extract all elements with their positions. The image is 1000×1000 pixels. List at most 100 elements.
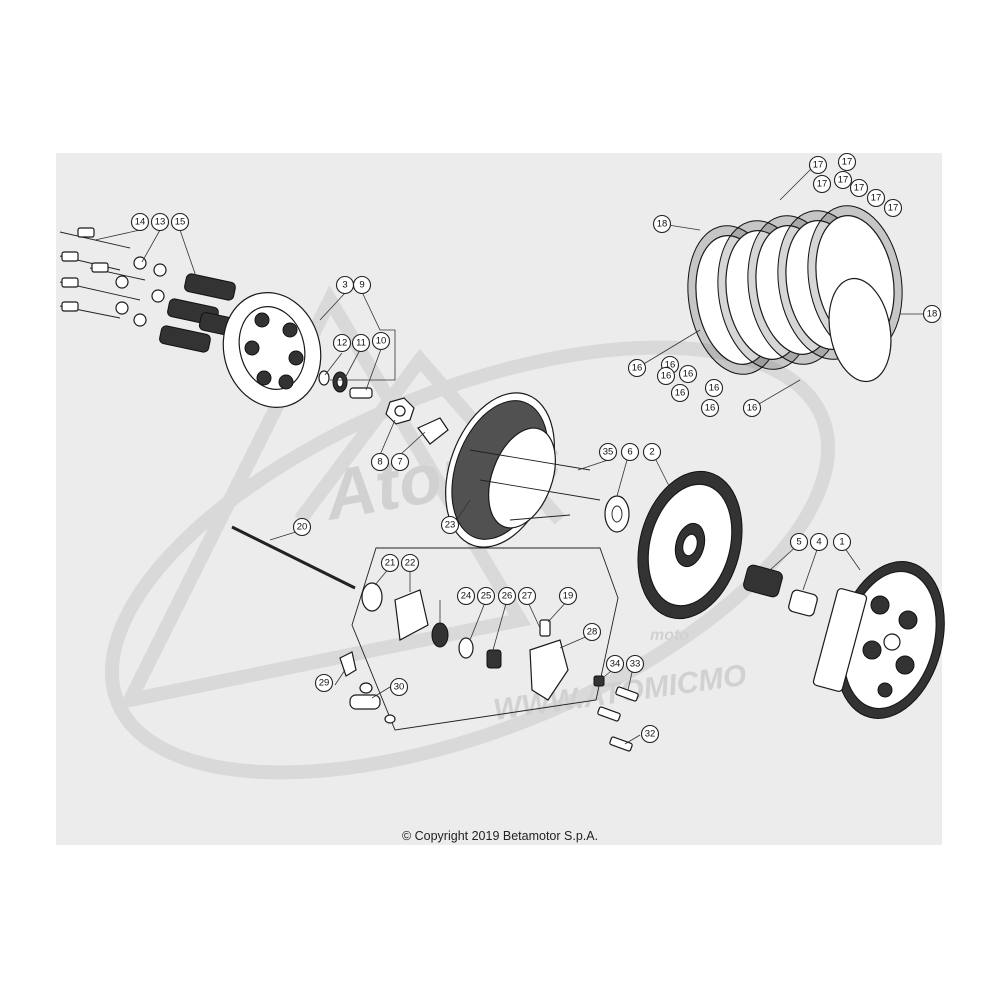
callout-16-c: 16: [678, 364, 698, 384]
callout-4-text: 4: [816, 537, 821, 548]
callout-20-text: 20: [297, 522, 308, 533]
callout-17-a: 17: [808, 155, 828, 175]
callout-20: 20: [292, 517, 312, 537]
callout-5: 5: [789, 532, 809, 552]
pressure-plate: [222, 292, 322, 408]
clutch-inner-drum: [637, 470, 743, 620]
callout-7-text: 7: [397, 457, 402, 468]
callout-17-e: 17: [849, 178, 869, 198]
callout-32-text: 32: [645, 729, 656, 740]
needle-bearing: [743, 564, 783, 598]
release-group-frame: [351, 547, 619, 731]
callout-19: 19: [558, 586, 578, 606]
release-mechanism: [339, 582, 639, 752]
callout-16-g-text: 16: [705, 403, 716, 414]
callout-16-a-text: 16: [632, 363, 643, 374]
callout-19-text: 19: [563, 591, 574, 602]
callout-34: 34: [605, 654, 625, 674]
callout-25-text: 25: [481, 591, 492, 602]
callout-16-d: 16: [656, 366, 676, 386]
callout-15-text: 14: [135, 217, 146, 228]
callout-16-b-text: 16: [665, 360, 676, 371]
callout-17-b: 17: [837, 152, 857, 172]
callout-6-text: 6: [627, 447, 632, 458]
callout-10-text: 10: [376, 336, 387, 347]
callout-9-text: 9: [359, 280, 364, 291]
callout-13-text: 15: [175, 217, 186, 228]
callout-22: 22: [400, 553, 420, 573]
callout-28: 28: [582, 622, 602, 642]
callout-1-text: 1: [839, 537, 844, 548]
push-rod: [231, 525, 356, 590]
callout-27-text: 27: [522, 591, 533, 602]
callout-16-a: 16: [627, 358, 647, 378]
thrust-bearing-parts: [318, 370, 449, 445]
callout-34-text: 34: [610, 659, 621, 670]
bushing: [788, 589, 818, 617]
callout-16-h: 16: [742, 398, 762, 418]
thrust-washer: [604, 495, 630, 533]
callout-22-text: 22: [405, 558, 416, 569]
callout-13: 15: [170, 212, 190, 232]
callout-17-a-text: 17: [813, 160, 824, 171]
callout-15: 14: [130, 212, 150, 232]
clutch-plates-stack: [687, 205, 903, 383]
callout-27: 27: [517, 586, 537, 606]
callout-32: 32: [640, 724, 660, 744]
callout-11: 11: [351, 333, 371, 353]
callout-7: 7: [390, 452, 410, 472]
callout-35: 35: [598, 442, 618, 462]
callout-1: 1: [832, 532, 852, 552]
callout-3-text: 3: [342, 280, 347, 291]
callouts: 14 13 15 3 9 12 11 10 8 7 35 6 2 5 4 1 2…: [130, 152, 942, 744]
callout-16-h-text: 16: [747, 403, 758, 414]
callout-12-text: 12: [337, 338, 348, 349]
callout-17-g-text: 17: [888, 203, 899, 214]
callout-21-text: 21: [385, 558, 396, 569]
callout-16-d-text: 16: [661, 371, 672, 382]
callout-30: 30: [389, 677, 409, 697]
callout-17-g: 17: [883, 198, 903, 218]
callout-2: 2: [642, 442, 662, 462]
callout-26: 26: [497, 586, 517, 606]
callout-33: 33: [625, 654, 645, 674]
callout-26-text: 26: [502, 591, 513, 602]
callout-24: 24: [456, 586, 476, 606]
callout-28-text: 28: [587, 627, 598, 638]
callout-17-b-text: 17: [842, 157, 853, 168]
callout-29-text: 29: [319, 678, 330, 689]
callout-17-d-text: 17: [838, 175, 849, 186]
callout-16-f: 16: [670, 383, 690, 403]
callout-10: 10: [371, 331, 391, 351]
callout-3: 3: [335, 275, 355, 295]
callout-18-top: 18: [652, 214, 672, 234]
callout-17-c: 17: [812, 174, 832, 194]
callout-23-text: 23: [445, 520, 456, 531]
callout-17-d: 17: [833, 170, 853, 190]
callout-8: 8: [370, 452, 390, 472]
callout-17-f: 17: [866, 188, 886, 208]
callout-16-f-text: 16: [675, 388, 686, 399]
clutch-basket: [812, 561, 945, 719]
callout-24-text: 24: [461, 591, 472, 602]
callout-16-e-text: 16: [709, 383, 720, 394]
callout-16-e: 16: [704, 378, 724, 398]
spring-bolts-group: [59, 227, 236, 353]
callout-11-text: 11: [356, 338, 366, 349]
callout-12: 12: [332, 333, 352, 353]
clutch-hub: [445, 392, 601, 548]
callout-17-f-text: 17: [871, 193, 882, 204]
callout-23: 23: [440, 515, 460, 535]
callout-9: 9: [352, 275, 372, 295]
callout-16-c-text: 16: [683, 369, 694, 380]
callout-14-text: 13: [155, 217, 166, 228]
callout-18-right-text: 18: [927, 309, 938, 320]
callout-21: 21: [380, 553, 400, 573]
callout-16-g: 16: [700, 398, 720, 418]
callout-8-text: 8: [377, 457, 382, 468]
callout-4: 4: [809, 532, 829, 552]
callout-14: 13: [150, 212, 170, 232]
callout-18-top-text: 18: [657, 219, 668, 230]
